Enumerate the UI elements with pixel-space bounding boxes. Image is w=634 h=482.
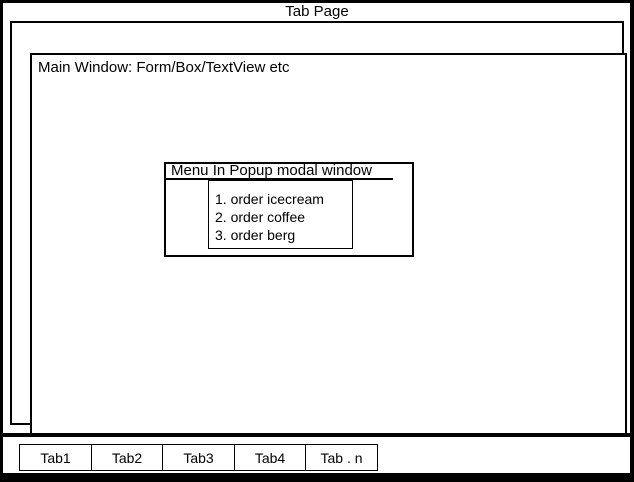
tab-bar: Tab1 Tab2 Tab3 Tab4 Tab . n: [19, 444, 378, 471]
tab-page-container: Main Window: Form/Box/TextView etc: [10, 21, 627, 437]
tab-4[interactable]: Tab4: [233, 444, 307, 471]
menu-item-order-berg[interactable]: 3. order berg: [215, 227, 296, 243]
main-window-label: Main Window: Form/Box/TextView etc: [38, 59, 290, 76]
menu-item-order-icecream[interactable]: 1. order icecream: [215, 191, 324, 207]
tab-bar-separator-line: [0, 433, 634, 437]
popup-modal-title: Menu In Popup modal window: [166, 163, 393, 180]
popup-menu: 1. order icecream 2. order coffee 3. ord…: [208, 180, 353, 249]
menu-item-order-coffee[interactable]: 2. order coffee: [215, 209, 306, 225]
tab-n[interactable]: Tab . n: [305, 444, 378, 471]
tab-3[interactable]: Tab3: [162, 444, 235, 471]
page-title: Tab Page: [285, 3, 349, 20]
tab-1[interactable]: Tab1: [19, 444, 92, 471]
popup-modal-window: Menu In Popup modal window 1. order icec…: [164, 162, 414, 257]
tab-2[interactable]: Tab2: [90, 444, 164, 471]
